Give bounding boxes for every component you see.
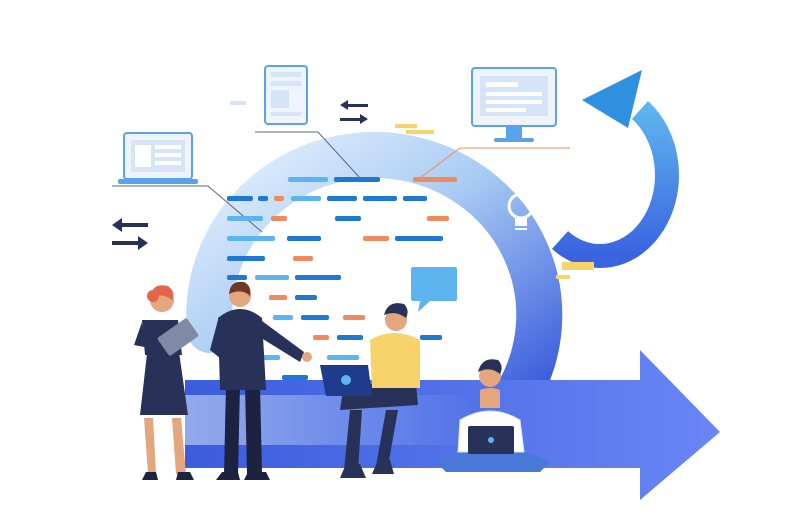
code-snippet-orange [395, 124, 434, 134]
woman-with-tablet [134, 285, 199, 480]
tablet-icon [264, 65, 308, 125]
man-pointing [210, 281, 312, 480]
speech-bubble-icon [411, 267, 457, 312]
code-snippet-yellow [556, 262, 594, 279]
cycle-arrow-icon [551, 70, 679, 269]
swap-arrows-icon [112, 218, 148, 250]
desktop-monitor-icon [471, 67, 557, 142]
code-lines [227, 177, 457, 380]
laptop-icon [118, 132, 198, 184]
man-with-laptop-cross-legged [436, 359, 550, 472]
man-with-laptop-sitting [320, 303, 420, 478]
lightbulb-icon [507, 192, 535, 230]
swap-arrows-icon [340, 100, 368, 124]
